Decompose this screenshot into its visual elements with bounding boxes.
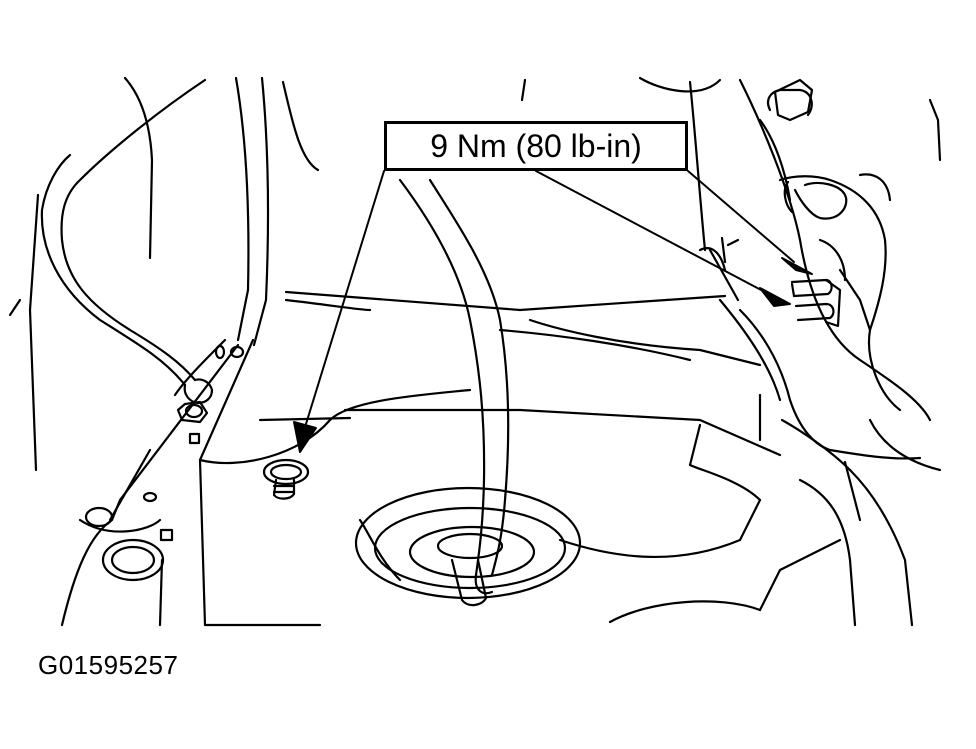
left-fuel-line (42, 80, 212, 403)
floor-panel-outline (10, 78, 940, 625)
mounting-nut (264, 460, 308, 499)
callout-leader-lines (294, 171, 812, 452)
right-wiring-harness (700, 80, 940, 470)
left-mounting-bracket (80, 340, 243, 580)
floor-grommet (356, 488, 580, 598)
arrowhead-lower-clip (760, 288, 790, 306)
arrowhead-upper-clip (782, 258, 812, 274)
torque-spec-label: 9 Nm (80 lb-in) (384, 121, 688, 171)
figure-id-label: G01595257 (38, 650, 179, 680)
connector-clips (792, 280, 840, 326)
arrowhead-nut (294, 422, 316, 452)
